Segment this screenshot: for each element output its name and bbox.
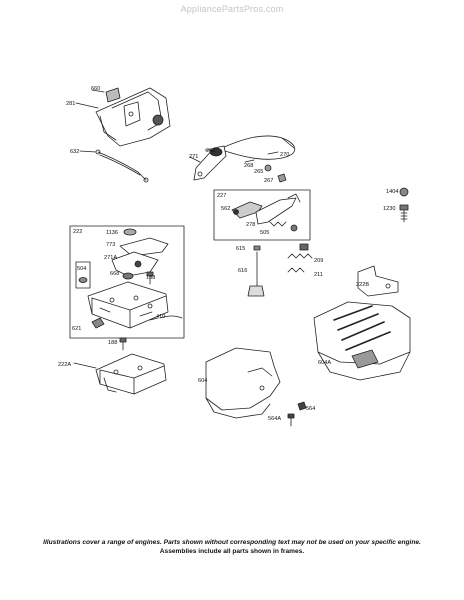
part-773-lever[interactable] (119, 237, 169, 257)
callout-271A: 271A (104, 255, 117, 261)
part-564-screw[interactable] (297, 401, 307, 411)
footnote: Illustrations cover a range of engines. … (0, 538, 464, 556)
part-562-lever[interactable] (231, 201, 263, 219)
callout-660: 660 (91, 86, 100, 92)
callout-621: 621 (72, 326, 81, 332)
part-267-nut[interactable] (277, 173, 287, 183)
part-621-clip[interactable] (91, 317, 105, 329)
callout-267: 267 (264, 178, 273, 184)
frame-504 (75, 261, 91, 289)
part-604-blower-housing[interactable] (205, 347, 281, 419)
part-604A-blower-housing[interactable] (313, 301, 411, 381)
callout-265: 265 (254, 169, 263, 175)
callout-227: 227 (217, 193, 226, 199)
part-410-link[interactable] (159, 315, 183, 319)
part-222B-bracket[interactable] (357, 265, 399, 297)
callout-268: 268 (244, 163, 253, 169)
callout-410: 410 (156, 314, 165, 320)
callout-562: 562 (221, 206, 230, 212)
callout-222A: 222A (58, 362, 71, 368)
callout-604A: 604A (318, 360, 331, 366)
part-209-governor-spring[interactable] (287, 243, 313, 259)
callout-222B: 222B (356, 282, 369, 288)
callout-1404: 1404 (386, 189, 398, 195)
callout-505: 505 (260, 230, 269, 236)
part-1404-clip[interactable] (399, 187, 409, 197)
part-222A-control-plate[interactable] (95, 353, 167, 395)
callout-209: 209 (314, 258, 323, 264)
callout-564A: 564A (268, 416, 281, 422)
part-505-spring[interactable] (269, 221, 298, 232)
part-616-governor-link[interactable] (247, 251, 265, 297)
part-632-link[interactable] (95, 149, 149, 183)
part-1230-screw[interactable] (399, 204, 409, 223)
part-615-clip[interactable] (253, 245, 261, 251)
part-control-plate[interactable] (87, 281, 169, 329)
callout-632: 632 (70, 149, 79, 155)
callout-616: 616 (238, 268, 247, 274)
part-564A-screw[interactable] (287, 413, 295, 427)
part-188-screw[interactable] (146, 271, 154, 285)
footnote-assemblies: Assemblies include all parts shown in fr… (159, 548, 305, 555)
callout-222: 222 (73, 229, 82, 235)
part-278-governor-lever[interactable] (255, 193, 301, 225)
watermark: AppliancePartsPros.com (180, 4, 284, 14)
callout-271: 271 (189, 154, 198, 160)
part-262-throttle-cable[interactable] (221, 135, 296, 160)
callout-281: 281 (66, 101, 75, 107)
callout-211: 211 (314, 272, 323, 278)
part-281-control-bracket[interactable] (95, 87, 171, 147)
callout-262: 262 (206, 148, 215, 154)
callout-1230: 1230 (383, 206, 395, 212)
frame-222 (69, 225, 185, 339)
callout-564: 564 (306, 406, 315, 412)
callout-504: 504 (77, 266, 86, 272)
part-668-spacer[interactable] (122, 272, 134, 280)
callout-668: 668 (110, 271, 119, 277)
callout-278: 278 (246, 222, 255, 228)
callout-604: 604 (198, 378, 207, 384)
frame-227 (213, 189, 311, 241)
callout-270: 270 (280, 152, 289, 158)
callout-1136: 1136 (106, 230, 118, 236)
part-1136-washer[interactable] (123, 228, 137, 236)
callout-188: 188 (146, 275, 155, 281)
callout-615: 615 (236, 246, 245, 252)
callout-188-lower: 188 (108, 340, 117, 346)
part-211-spring[interactable] (287, 267, 305, 273)
callout-773: 773 (106, 242, 115, 248)
footnote-disclaimer: Illustrations cover a range of engines. … (43, 539, 421, 546)
part-188-screw-lower[interactable] (119, 337, 127, 351)
part-265-screw[interactable] (264, 164, 272, 172)
